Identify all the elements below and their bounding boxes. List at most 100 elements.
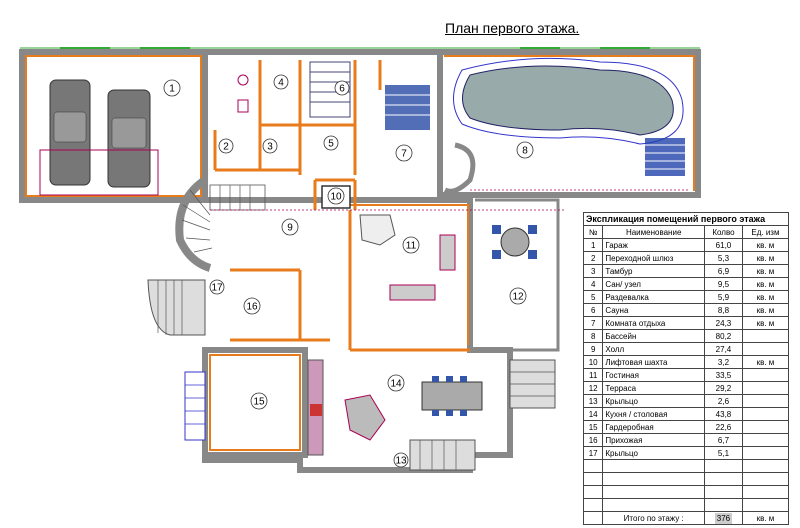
cell-unit: кв. м	[741, 264, 790, 278]
room-number-label: 12	[512, 292, 524, 303]
cell-unit	[741, 368, 790, 382]
cell-no: 3	[582, 264, 604, 278]
cell-unit: кв. м	[741, 251, 790, 265]
room-number-label: 5	[328, 139, 334, 150]
total-label: Итого по этажу :	[602, 511, 706, 525]
cell-area: 24,3	[704, 316, 743, 330]
cell-area: 43,8	[704, 407, 743, 421]
cell-unit: кв. м	[741, 303, 790, 317]
cell-name: Лифтовая шахта	[602, 355, 706, 369]
cell-name: Тамбур	[602, 264, 706, 278]
cell-name: Гостиная	[602, 368, 706, 382]
cell-area: 80,2	[704, 329, 743, 343]
cell-no: 14	[582, 407, 604, 421]
cell-no: 17	[582, 446, 604, 460]
room-number-label: 2	[223, 142, 229, 153]
cell-unit	[741, 342, 790, 356]
cell-name: Терраса	[602, 381, 706, 395]
cell-unit	[741, 446, 790, 460]
cell-unit: кв. м	[741, 290, 790, 304]
cell-name: Гараж	[602, 238, 706, 252]
cell-no: 11	[582, 368, 604, 382]
cell-no: 4	[582, 277, 604, 291]
cell-name: Гардеробная	[602, 420, 706, 434]
room-number-label: 8	[522, 146, 528, 157]
cell-name: Крыльцо	[602, 446, 706, 460]
cell-area: 8,8	[704, 303, 743, 317]
cell-area: 5,3	[704, 251, 743, 265]
cell-no: 8	[582, 329, 604, 343]
room-schedule-table: Экспликация помещений первого этажа № На…	[582, 212, 790, 525]
cell-name: Бассейн	[602, 329, 706, 343]
cell-area: 6,7	[704, 433, 743, 447]
cell-unit: кв. м	[741, 355, 790, 369]
total-unit: кв. м	[741, 511, 790, 525]
cell-area: 6,9	[704, 264, 743, 278]
cell-area: 2,6	[704, 394, 743, 408]
cell-unit	[741, 381, 790, 395]
cell-area: 5,9	[704, 290, 743, 304]
cell-no: 7	[582, 316, 604, 330]
cell-area: 29,2	[704, 381, 743, 395]
total-value: 376	[714, 512, 733, 524]
cell-area: 27,4	[704, 342, 743, 356]
room-number-label: 17	[211, 283, 223, 294]
cell-name: Сауна	[602, 303, 706, 317]
cell-unit	[741, 433, 790, 447]
cell-name: Холл	[602, 342, 706, 356]
cell-no: 1	[582, 238, 604, 252]
room-number-label: 14	[390, 379, 402, 390]
cell-area: 3,2	[704, 355, 743, 369]
room-number-label: 1	[169, 84, 175, 95]
cell-name: Сан/ узел	[602, 277, 706, 291]
room-number-label: 16	[246, 302, 258, 313]
room-number-label: 11	[406, 241, 417, 252]
cell-no: 9	[582, 342, 604, 356]
cell-no: 16	[582, 433, 604, 447]
cell-area: 9,5	[704, 277, 743, 291]
cell-name: Раздевалка	[602, 290, 706, 304]
cell-name: Прихожая	[602, 433, 706, 447]
cell-no: 5	[582, 290, 604, 304]
room-number-label: 6	[339, 84, 345, 95]
room-number-label: 4	[278, 78, 284, 89]
room-number-label: 9	[287, 223, 293, 234]
col-area-header: Колво	[704, 225, 743, 239]
cell-no: 6	[582, 303, 604, 317]
cell-name: Комната отдыха	[602, 316, 706, 330]
room-number-label: 13	[395, 456, 407, 467]
cell-unit	[741, 407, 790, 421]
col-number-header: №	[582, 225, 604, 239]
cell-area: 33,5	[704, 368, 743, 382]
cell-name: Крыльцо	[602, 394, 706, 408]
cell-area: 61,0	[704, 238, 743, 252]
plan-title: План первого этажа.	[445, 20, 580, 36]
cell-no: 2	[582, 251, 604, 265]
cell-name: Переходной шлюз	[602, 251, 706, 265]
cell-unit	[741, 420, 790, 434]
cell-no: 13	[582, 394, 604, 408]
cell-no: 10	[582, 355, 604, 369]
cell-unit: кв. м	[741, 316, 790, 330]
room-number-label: 7	[401, 149, 407, 160]
cell-unit: кв. м	[741, 277, 790, 291]
room-number-label: 15	[253, 397, 265, 408]
col-unit-header: Ед. изм	[741, 225, 790, 239]
room-number-label: 3	[267, 142, 273, 153]
